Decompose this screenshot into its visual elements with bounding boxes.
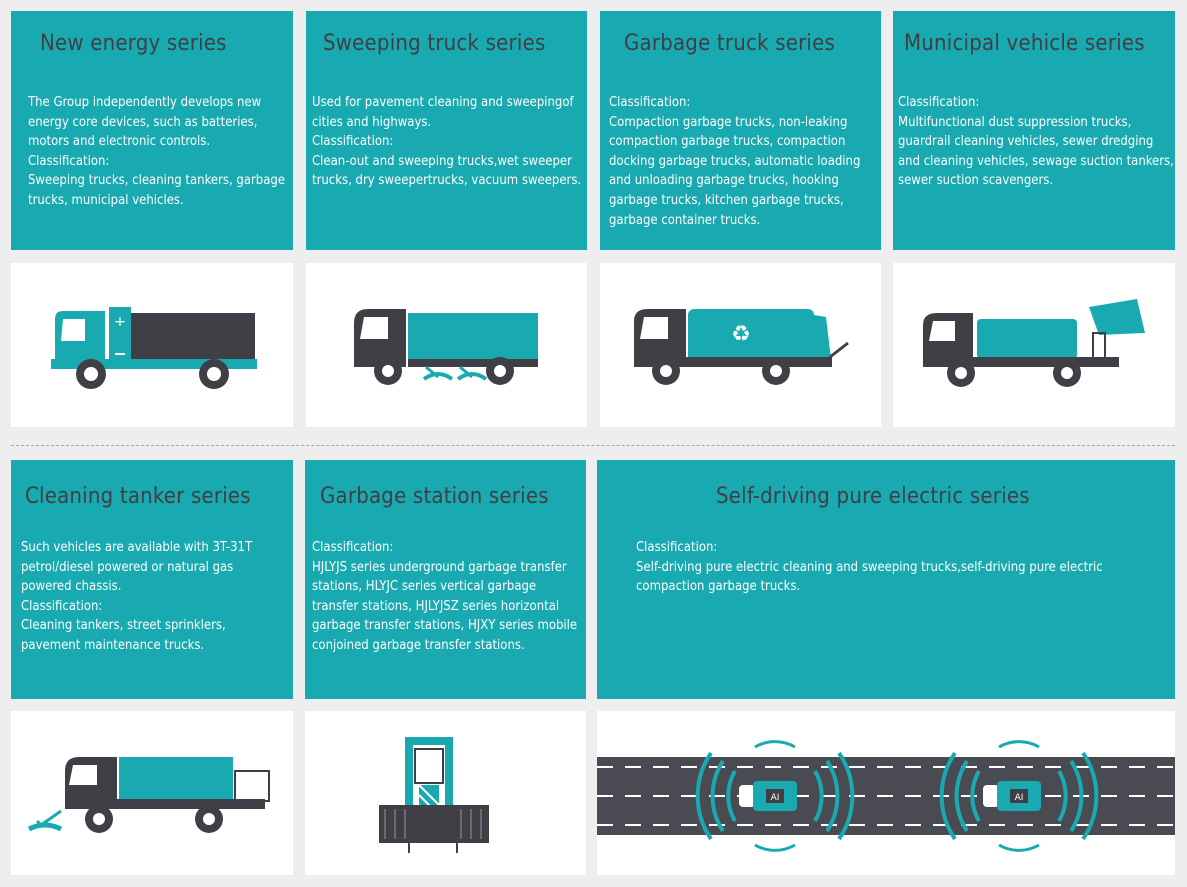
ai-badge: AI bbox=[1015, 793, 1024, 803]
garbage-truck-image: ♻ bbox=[600, 263, 881, 427]
card-body: Classification: Self-driving pure electr… bbox=[636, 538, 1156, 597]
garbage-station-image bbox=[305, 711, 586, 875]
section-divider bbox=[11, 445, 1175, 446]
card-title: Garbage station series bbox=[320, 484, 549, 509]
svg-text:+: + bbox=[114, 314, 126, 330]
card-body: Such vehicles are available with 3T-31T … bbox=[21, 538, 287, 656]
card-self-driving: Self-driving pure electric series Classi… bbox=[597, 460, 1175, 699]
body-line: Classification: bbox=[312, 540, 394, 555]
ai-badge: AI bbox=[771, 793, 780, 803]
cleaning-tanker-icon bbox=[27, 757, 270, 833]
body-line: Such vehicles are available with 3T-31T … bbox=[21, 540, 253, 595]
self-driving-image: AI AI bbox=[597, 711, 1175, 875]
body-line: Multifunctional dust suppression trucks,… bbox=[898, 114, 1174, 189]
sweeper-truck-icon bbox=[354, 309, 538, 385]
self-driving-road-icon: AI AI bbox=[597, 740, 1175, 852]
card-title: Municipal vehicle series bbox=[904, 31, 1145, 56]
card-body: Used for pavement cleaning and sweepingo… bbox=[312, 93, 587, 191]
self-driving-car-2: AI bbox=[939, 740, 1099, 852]
card-body: Classification: Compaction garbage truck… bbox=[609, 93, 879, 230]
electric-truck-icon: + bbox=[51, 307, 257, 389]
card-garbage-truck: Garbage truck series Classification: Com… bbox=[600, 11, 881, 250]
card-cleaning-tanker: Cleaning tanker series Such vehicles are… bbox=[11, 460, 293, 699]
body-line: Classification: bbox=[898, 95, 980, 110]
card-body: Classification: HJLYJS series undergroun… bbox=[312, 538, 584, 656]
body-line: Clean-out and sweeping trucks,wet sweepe… bbox=[312, 153, 582, 189]
body-line: Classification: bbox=[609, 95, 691, 110]
cleaning-tanker-image bbox=[11, 711, 293, 875]
sweeper-truck-image bbox=[306, 263, 587, 427]
garbage-truck-icon: ♻ bbox=[634, 309, 849, 385]
card-title: Self-driving pure electric series bbox=[716, 484, 1030, 509]
body-line: Self-driving pure electric cleaning and … bbox=[636, 559, 1103, 595]
card-title: Sweeping truck series bbox=[323, 31, 546, 56]
body-line: The Group independently develops new ene… bbox=[28, 95, 262, 150]
body-line: Classification: bbox=[21, 598, 103, 614]
card-body: Classification: Multifunctional dust sup… bbox=[898, 93, 1174, 191]
body-line: Compaction garbage trucks, non-leaking c… bbox=[609, 114, 861, 228]
card-title: Cleaning tanker series bbox=[25, 484, 251, 509]
body-line: HJLYJS series underground garbage transf… bbox=[312, 559, 578, 653]
body-line: Classification: bbox=[312, 134, 394, 150]
electric-truck-image: + bbox=[11, 263, 293, 427]
card-sweeping-truck: Sweeping truck series Used for pavement … bbox=[306, 11, 587, 250]
card-municipal-vehicle: Municipal vehicle series Classification:… bbox=[893, 11, 1175, 250]
card-new-energy: New energy series The Group independentl… bbox=[11, 11, 293, 250]
svg-text:♻: ♻ bbox=[731, 322, 751, 347]
body-line: Used for pavement cleaning and sweepingo… bbox=[312, 95, 574, 130]
card-garbage-station: Garbage station series Classification: H… bbox=[305, 460, 586, 699]
body-line: Cleaning tankers, street sprinklers, pav… bbox=[21, 618, 226, 653]
garbage-station-icon bbox=[379, 737, 489, 853]
card-title: Garbage truck series bbox=[624, 31, 836, 56]
body-line: Classification: bbox=[636, 540, 718, 555]
card-body: The Group independently develops new ene… bbox=[28, 93, 286, 211]
self-driving-car-1: AI bbox=[695, 740, 855, 852]
body-line: Classification: bbox=[28, 153, 110, 169]
body-line: Sweeping trucks, cleaning tankers, garba… bbox=[28, 173, 286, 208]
municipal-truck-icon bbox=[923, 299, 1145, 387]
card-title: New energy series bbox=[40, 31, 227, 56]
municipal-truck-image bbox=[893, 263, 1175, 427]
